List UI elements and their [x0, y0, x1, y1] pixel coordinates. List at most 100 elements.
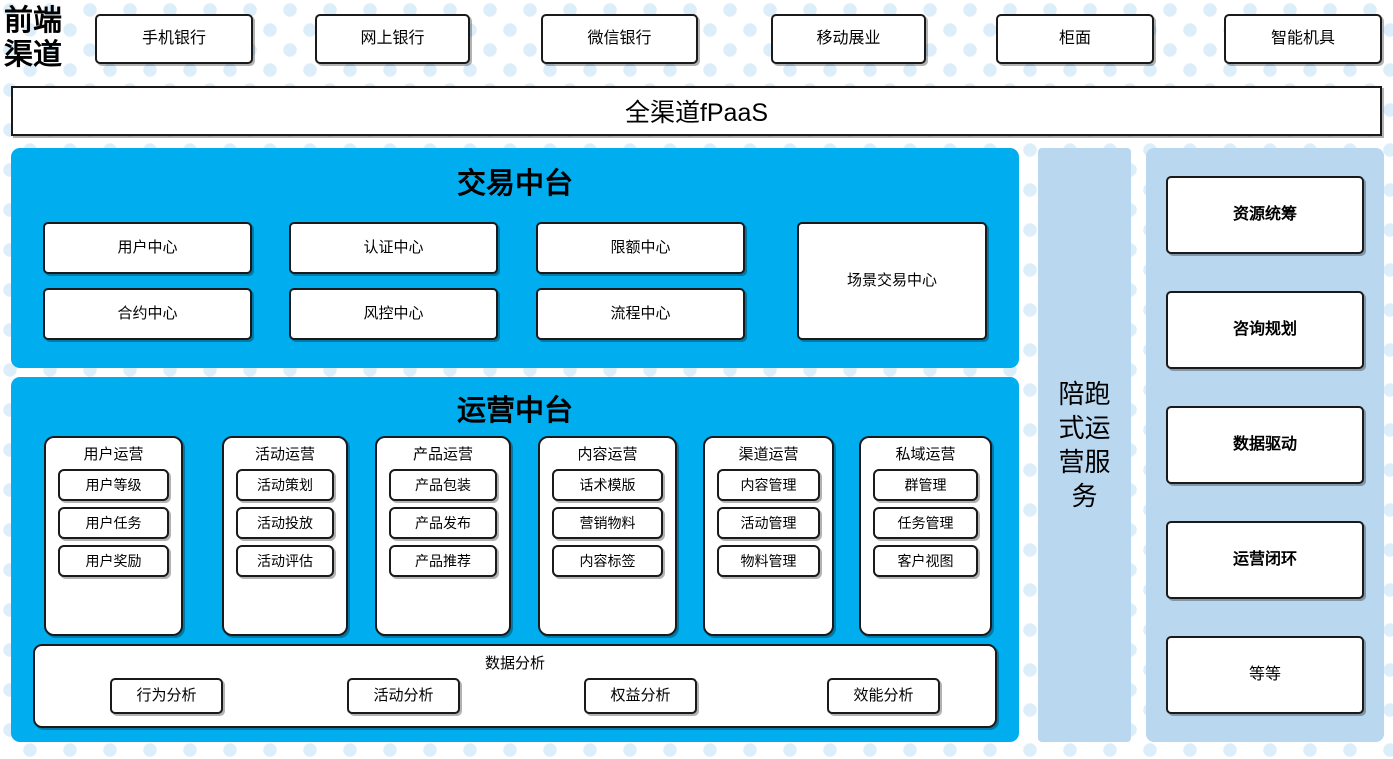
ops-column-title: 用户运营	[83, 446, 144, 463]
ops-column-user-ops: 用户运营用户等级用户任务用户奖励	[44, 436, 183, 636]
ops-item-activity-delivery[interactable]: 活动投放	[236, 507, 334, 539]
channel-box-label: 网上银行	[360, 29, 425, 47]
ops-item-label: 用户等级	[85, 476, 142, 493]
channel-box-wechat-banking[interactable]: 微信银行	[541, 14, 698, 64]
trade-center-panel: 交易中台 用户中心 认证中心 限额中心合约中心 风控中心 流程中心 场景交易中心	[11, 148, 1019, 368]
ops-column-title: 渠道运营	[738, 446, 799, 463]
ops-item-activity-manage[interactable]: 活动管理	[717, 507, 820, 539]
channel-box-mobile-banking[interactable]: 手机银行	[95, 14, 253, 64]
ops-column-private-domain-ops: 私域运营群管理任务管理客户视图	[859, 436, 992, 636]
ops-item-task-manage[interactable]: 任务管理	[873, 507, 978, 539]
ops-item-marketing-material[interactable]: 营销物料	[552, 507, 663, 539]
ops-item-content-tag[interactable]: 内容标签	[552, 545, 663, 577]
channel-box-mobile-business[interactable]: 移动展业	[771, 14, 926, 64]
trade-box-scene-trade-center[interactable]: 场景交易中心	[797, 222, 987, 340]
service-box-operation-closed-loop[interactable]: 运营闭环	[1166, 521, 1364, 599]
ops-item-content-manage[interactable]: 内容管理	[717, 469, 820, 501]
ops-item-product-packaging[interactable]: 产品包装	[389, 469, 497, 501]
service-capability-column: 资源统筹咨询规划数据驱动运营闭环等等	[1146, 148, 1384, 742]
trade-box-label: 合约中心	[117, 305, 178, 323]
accompany-operation-service-label: 陪跑式运营服务	[1058, 379, 1111, 511]
operations-center-title: 运营中台	[456, 395, 573, 427]
data-analysis-box-equity-analysis[interactable]: 权益分析	[584, 678, 697, 714]
service-box-data-driven[interactable]: 数据驱动	[1166, 406, 1364, 484]
ops-item-material-manage[interactable]: 物料管理	[717, 545, 820, 577]
trade-box-limit-center[interactable]: 限额中心	[536, 222, 745, 274]
trade-box-risk-center[interactable]: 风控中心	[289, 288, 498, 340]
trade-box-contract-center[interactable]: 合约中心	[43, 288, 252, 340]
ops-item-user-level[interactable]: 用户等级	[58, 469, 169, 501]
trade-box-user-center[interactable]: 用户中心	[43, 222, 252, 274]
ops-item-label: 活动评估	[257, 552, 313, 569]
accompany-operation-service-column: 陪跑式运营服务	[1038, 148, 1131, 742]
data-analysis-box-label: 行为分析	[136, 687, 197, 705]
ops-item-label: 产品包装	[415, 476, 471, 493]
ops-column-title: 活动运营	[254, 446, 315, 463]
data-analysis-box-label: 活动分析	[373, 687, 434, 705]
ops-item-label: 任务管理	[897, 514, 954, 531]
trade-box-label: 认证中心	[363, 239, 424, 257]
ops-item-label: 用户奖励	[85, 552, 142, 569]
trade-box-label: 风控中心	[363, 305, 424, 323]
ops-item-product-release[interactable]: 产品发布	[389, 507, 497, 539]
data-analysis-box-activity-analysis[interactable]: 活动分析	[347, 678, 460, 714]
ops-item-label: 营销物料	[579, 514, 636, 531]
ops-item-label: 物料管理	[740, 552, 797, 569]
channel-box-label: 微信银行	[587, 29, 652, 47]
ops-item-label: 客户视图	[897, 552, 954, 569]
front-end-channel-label-line2: 渠道	[4, 39, 63, 71]
data-analysis-card: 数据分析 行为分析 活动分析 权益分析 效能分析	[33, 644, 997, 728]
ops-item-script-template[interactable]: 话术模版	[552, 469, 663, 501]
ops-column-content-ops: 内容运营话术模版营销物料内容标签	[538, 436, 677, 636]
ops-item-activity-evaluation[interactable]: 活动评估	[236, 545, 334, 577]
ops-item-label: 产品推荐	[415, 552, 471, 569]
service-box-label: 资源统筹	[1232, 205, 1297, 223]
ops-item-label: 内容标签	[579, 552, 636, 569]
trade-box-label: 用户中心	[117, 239, 178, 257]
channel-box-counter[interactable]: 柜面	[996, 14, 1154, 64]
ops-item-label: 活动管理	[740, 514, 797, 531]
ops-column-channel-ops: 渠道运营内容管理活动管理物料管理	[703, 436, 834, 636]
ops-item-user-reward[interactable]: 用户奖励	[58, 545, 169, 577]
data-analysis-title: 数据分析	[484, 655, 545, 672]
data-analysis-box-efficiency-analysis[interactable]: 效能分析	[827, 678, 940, 714]
ops-column-title: 内容运营	[577, 446, 638, 463]
ops-column-activity-ops: 活动运营活动策划活动投放活动评估	[222, 436, 348, 636]
channel-box-label: 柜面	[1058, 29, 1091, 47]
channel-box-label: 手机银行	[141, 29, 206, 47]
ops-item-label: 用户任务	[85, 514, 142, 531]
service-box-resource-coordination[interactable]: 资源统筹	[1166, 176, 1364, 254]
ops-item-product-recommend[interactable]: 产品推荐	[389, 545, 497, 577]
ops-item-label: 活动策划	[257, 476, 313, 493]
service-box-consulting-planning[interactable]: 咨询规划	[1166, 291, 1364, 369]
trade-box-auth-center[interactable]: 认证中心	[289, 222, 498, 274]
ops-column-title: 私域运营	[895, 446, 956, 463]
channel-box-internet-banking[interactable]: 网上银行	[315, 14, 470, 64]
channel-box-label: 智能机具	[1270, 29, 1335, 47]
ops-item-label: 话术模版	[579, 476, 636, 493]
ops-item-label: 产品发布	[415, 514, 471, 531]
ops-column-product-ops: 产品运营产品包装产品发布产品推荐	[375, 436, 511, 636]
ops-item-label: 内容管理	[740, 476, 797, 493]
data-analysis-box-behavior-analysis[interactable]: 行为分析	[110, 678, 223, 714]
trade-center-title: 交易中台	[456, 168, 573, 200]
channel-box-label: 移动展业	[816, 29, 881, 47]
omnichannel-fpaas-label: 全渠道fPaaS	[624, 99, 769, 127]
front-end-channel-row: 前端 渠道 手机银行 网上银行 微信银行 移动展业 柜面 智能机具	[0, 0, 1393, 80]
trade-box-process-center[interactable]: 流程中心	[536, 288, 745, 340]
ops-item-activity-planning[interactable]: 活动策划	[236, 469, 334, 501]
ops-item-customer-view[interactable]: 客户视图	[873, 545, 978, 577]
trade-box-label: 场景交易中心	[846, 272, 937, 290]
service-box-label: 运营闭环	[1232, 550, 1297, 568]
ops-item-label: 群管理	[904, 476, 947, 493]
data-analysis-box-label: 效能分析	[853, 687, 914, 705]
ops-item-user-task[interactable]: 用户任务	[58, 507, 169, 539]
front-end-channel-label-line1: 前端	[4, 5, 63, 37]
channel-box-smart-machine[interactable]: 智能机具	[1224, 14, 1382, 64]
ops-item-group-manage[interactable]: 群管理	[873, 469, 978, 501]
service-box-label: 数据驱动	[1232, 435, 1297, 453]
trade-box-label: 流程中心	[610, 305, 671, 323]
service-box-etc[interactable]: 等等	[1166, 636, 1364, 714]
omnichannel-fpaas-bar[interactable]: 全渠道fPaaS	[11, 86, 1382, 136]
service-box-label: 咨询规划	[1232, 320, 1297, 338]
